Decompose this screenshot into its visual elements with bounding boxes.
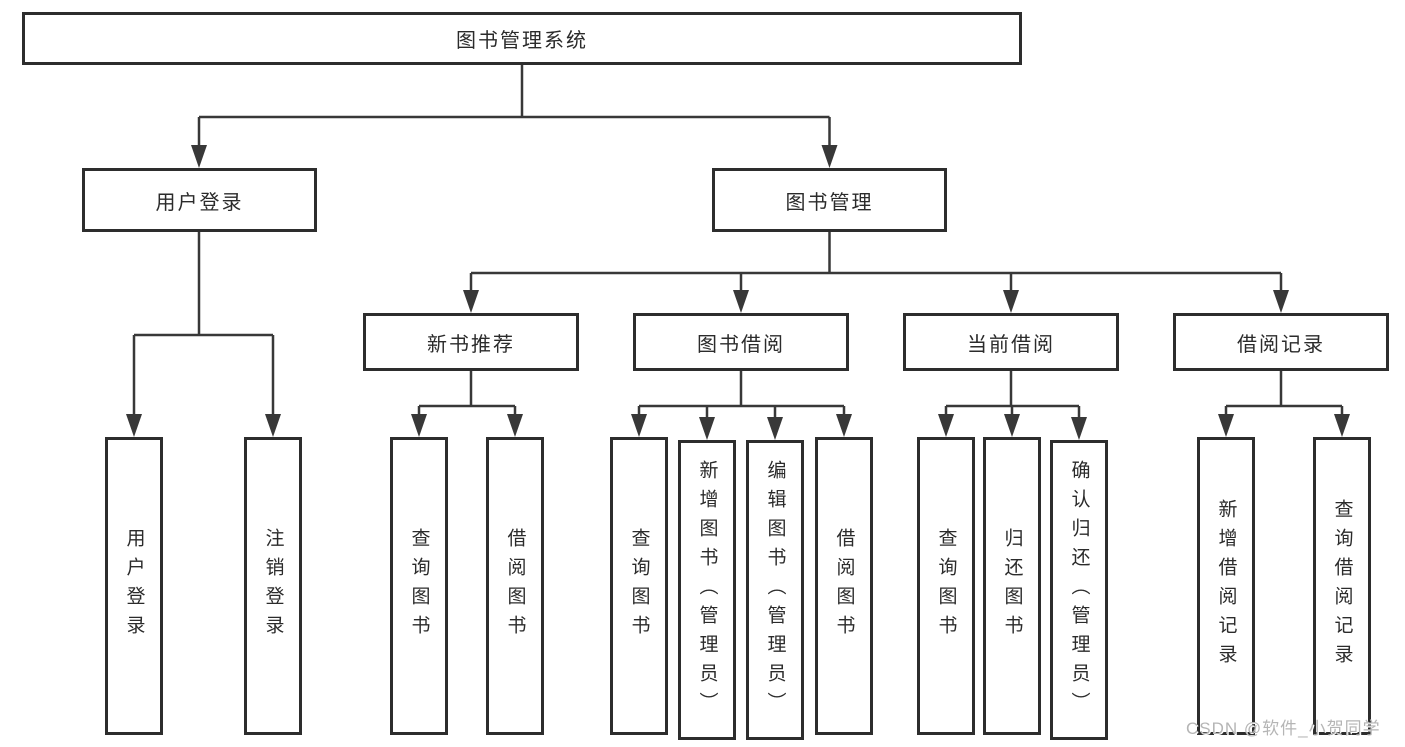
node-root-label: 图书管理系统 (456, 30, 588, 52)
node-current-borrowing: 当前借阅 (903, 313, 1119, 371)
node-book-borrowing: 图书借阅 (633, 313, 849, 371)
leaf-add-book-admin: 新增图书（管理员） (678, 440, 736, 740)
leaf-query-books-recommend: 查询图书 (390, 437, 448, 735)
leaf-query-books-current-label: 查询图书 (935, 528, 957, 644)
leaf-borrow-books-recommend: 借阅图书 (486, 437, 544, 735)
node-book-borrowing-label: 图书借阅 (697, 333, 785, 356)
node-user-login-label: 用户登录 (155, 191, 244, 214)
leaf-logout: 注销登录 (244, 437, 302, 735)
leaf-return-book-label: 归还图书 (1001, 528, 1023, 644)
node-new-book-recommendation-label: 新书推荐 (427, 333, 515, 356)
leaf-user-login-label: 用户登录 (123, 528, 145, 644)
leaf-edit-book-admin-label: 编辑图书（管理员） (764, 459, 786, 721)
node-new-book-recommendation: 新书推荐 (363, 313, 579, 371)
leaf-borrow-books-recommend-label: 借阅图书 (504, 528, 526, 644)
leaf-borrow-books-borrowing-label: 借阅图书 (833, 528, 855, 644)
node-current-borrowing-label: 当前借阅 (967, 333, 1055, 356)
leaf-query-books-borrowing: 查询图书 (610, 437, 668, 735)
leaf-confirm-return-admin: 确认归还（管理员） (1050, 440, 1108, 740)
leaf-add-borrow-record-label: 新增借阅记录 (1215, 499, 1237, 673)
leaf-query-books-current: 查询图书 (917, 437, 975, 735)
leaf-edit-book-admin: 编辑图书（管理员） (746, 440, 804, 740)
leaf-add-borrow-record: 新增借阅记录 (1197, 437, 1255, 735)
leaf-confirm-return-admin-label: 确认归还（管理员） (1068, 459, 1090, 721)
leaf-query-borrow-record-label: 查询借阅记录 (1331, 499, 1353, 673)
leaf-query-borrow-record: 查询借阅记录 (1313, 437, 1371, 735)
node-borrowing-records: 借阅记录 (1173, 313, 1389, 371)
node-root: 图书管理系统 (22, 12, 1022, 65)
leaf-user-login: 用户登录 (105, 437, 163, 735)
leaf-borrow-books-borrowing: 借阅图书 (815, 437, 873, 735)
node-borrowing-records-label: 借阅记录 (1237, 333, 1325, 356)
leaf-logout-label: 注销登录 (262, 528, 284, 644)
leaf-return-book: 归还图书 (983, 437, 1041, 735)
node-book-management: 图书管理 (712, 168, 947, 232)
node-book-management-label: 图书管理 (785, 191, 874, 214)
leaf-query-books-borrowing-label: 查询图书 (628, 528, 650, 644)
node-user-login: 用户登录 (82, 168, 317, 232)
leaf-add-book-admin-label: 新增图书（管理员） (696, 459, 718, 721)
arrowheads (126, 145, 1350, 440)
leaf-query-books-recommend-label: 查询图书 (408, 528, 430, 644)
csdn-watermark: CSDN @软件_小贺同学 (1186, 719, 1381, 738)
